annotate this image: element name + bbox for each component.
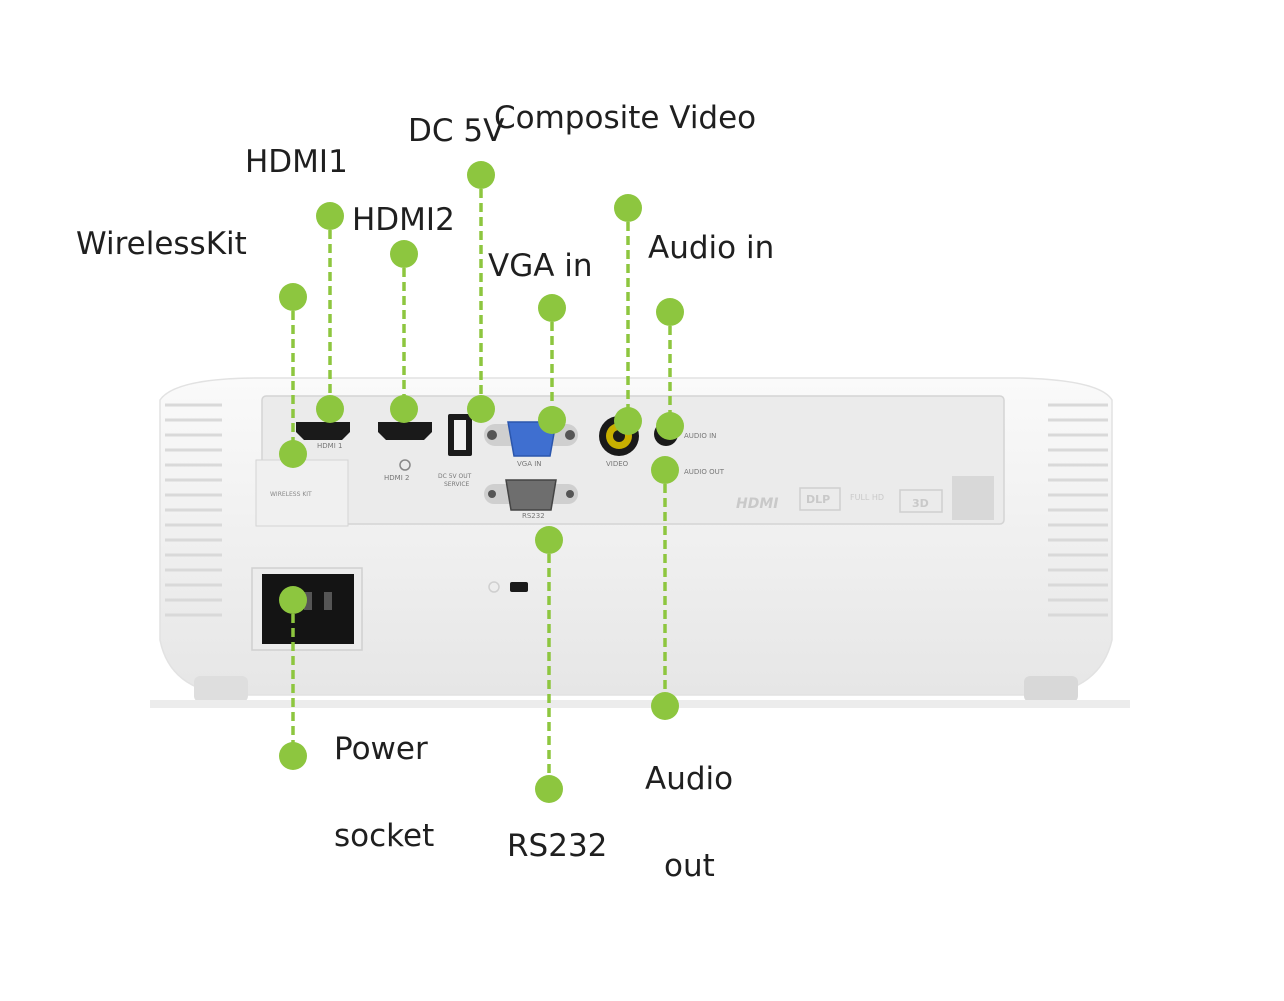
- svg-text:DLP: DLP: [806, 493, 830, 506]
- rear-panel: [255, 395, 1005, 527]
- power-socket: [251, 567, 363, 651]
- right-vents: [1048, 403, 1108, 617]
- dot-audio-in-port: [656, 412, 684, 440]
- svg-text:HDMI 2: HDMI 2: [384, 474, 409, 482]
- rs232-port: RS232: [484, 479, 578, 520]
- label-out: out: [664, 848, 715, 884]
- svg-text:VGA IN: VGA IN: [517, 460, 542, 468]
- svg-text:DC 5V OUT: DC 5V OUT: [438, 473, 472, 480]
- callout-leaders: [291, 175, 672, 789]
- label-rs232: RS232: [507, 828, 608, 864]
- wireless-kit-slot: WIRELESS KIT: [270, 491, 312, 498]
- label-hdmi2: HDMI2: [352, 202, 455, 238]
- svg-text:AUDIO IN: AUDIO IN: [684, 432, 716, 440]
- svg-text:FULL HD: FULL HD: [850, 493, 884, 502]
- left-foot: [194, 676, 248, 702]
- svg-text:AUDIO OUT: AUDIO OUT: [684, 468, 725, 476]
- dot-dc5v-top: [467, 161, 495, 189]
- svg-text:HDMI 1: HDMI 1: [317, 442, 342, 450]
- dot-audio-in-top: [656, 298, 684, 326]
- label-wirelesskit: WirelessKit: [76, 226, 247, 262]
- dot-rs232-port: [535, 526, 563, 554]
- dot-hdmi2-port: [390, 395, 418, 423]
- dot-audio-out-bottom: [651, 692, 679, 720]
- usb-dc5v-port: DC 5V OUT SERVICE: [438, 414, 472, 488]
- svg-text:3D: 3D: [912, 497, 929, 510]
- svg-text:VIDEO: VIDEO: [606, 460, 629, 468]
- dot-audio-out-port: [651, 456, 679, 484]
- svg-text:SERVICE: SERVICE: [444, 481, 470, 488]
- left-vents: [165, 403, 222, 617]
- right-foot: [1024, 676, 1078, 702]
- svg-text:RS232: RS232: [522, 512, 545, 520]
- dot-vga-port: [538, 406, 566, 434]
- label-audio: Audio: [645, 761, 734, 797]
- label-vga-in: VGA in: [488, 248, 593, 284]
- label-audio-in: Audio in: [648, 230, 775, 266]
- dot-hdmi1-port: [316, 395, 344, 423]
- dot-composite-top: [614, 194, 642, 222]
- dot-rs232-bottom: [535, 775, 563, 803]
- dot-power-port: [279, 586, 307, 614]
- callout-dots: [279, 161, 684, 803]
- label-dc5v: DC 5V: [408, 113, 505, 149]
- label-socket: socket: [334, 818, 435, 854]
- security-lock: [488, 581, 528, 593]
- dot-wirelesskit-port: [279, 440, 307, 468]
- svg-text:HDMI: HDMI: [736, 496, 778, 512]
- label-hdmi1: HDMI1: [245, 144, 348, 180]
- label-power: Power: [334, 731, 428, 767]
- label-composite-video: Composite Video: [494, 100, 757, 136]
- dot-dc5v-port: [467, 395, 495, 423]
- dot-composite-port: [614, 407, 642, 435]
- hdmi1-port: HDMI 1: [296, 422, 350, 450]
- dot-power-bottom: [279, 742, 307, 770]
- dot-wirelesskit-top: [279, 283, 307, 311]
- dot-hdmi2-top: [390, 240, 418, 268]
- hdmi2-port: HDMI 2: [378, 422, 432, 482]
- certification-logos: HDMI DLP FULL HD 3D: [736, 476, 994, 520]
- svg-text:WIRELESS KIT: WIRELESS KIT: [270, 491, 312, 498]
- dot-vga-top: [538, 294, 566, 322]
- dot-hdmi1-top: [316, 202, 344, 230]
